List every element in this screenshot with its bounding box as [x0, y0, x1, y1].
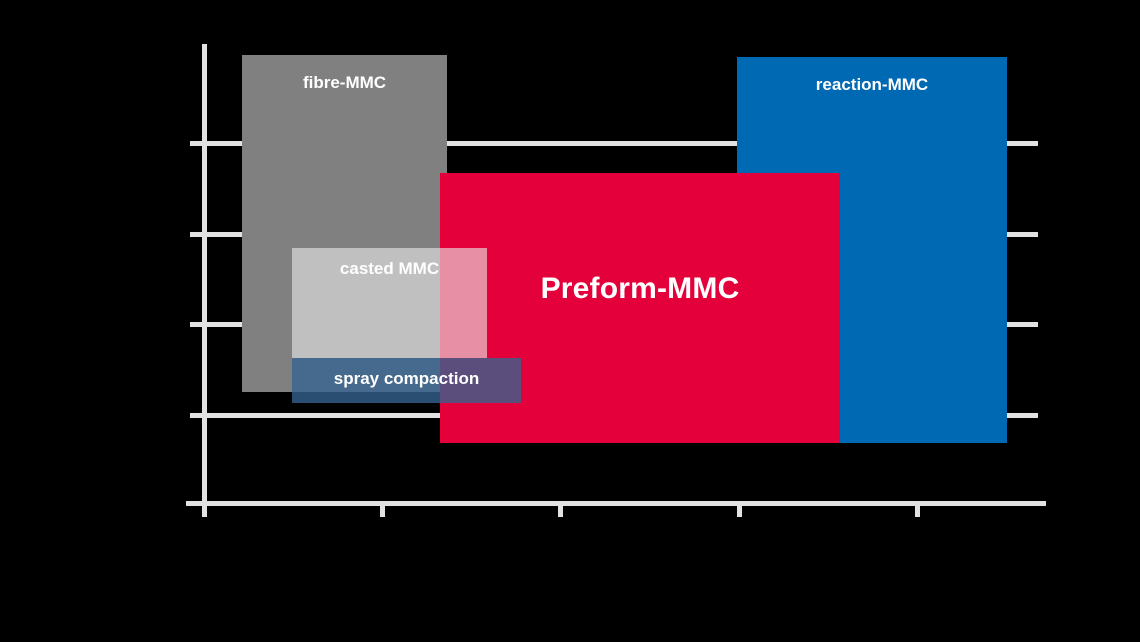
bar-label-reaction-mmc: reaction-MMC [815, 75, 929, 94]
x-tick-2 [558, 501, 563, 517]
x-tick-3 [737, 501, 742, 517]
y-tick-stub-1 [190, 413, 220, 418]
x-axis [186, 501, 1046, 506]
x-tick-0 [202, 501, 207, 517]
y-tick-4 [190, 141, 1038, 146]
bar-label-spray-compaction: spray compaction [333, 369, 480, 388]
x-tick-1 [380, 501, 385, 517]
y-axis [202, 44, 207, 508]
y-tick-stub-2 [190, 322, 220, 327]
y-tick-stub-4 [190, 141, 220, 146]
bar-label-fibre-mmc: fibre-MMC [302, 73, 387, 92]
bar-spray-compaction[interactable]: spray compaction [292, 358, 521, 403]
bar-label-preform-mmc: Preform-MMC [540, 272, 740, 305]
x-tick-4 [915, 501, 920, 517]
bar-label-casted-mmc: casted MMC [339, 259, 440, 278]
y-tick-stub-3 [190, 232, 220, 237]
bar-casted-mmc[interactable]: casted MMC [292, 248, 487, 358]
